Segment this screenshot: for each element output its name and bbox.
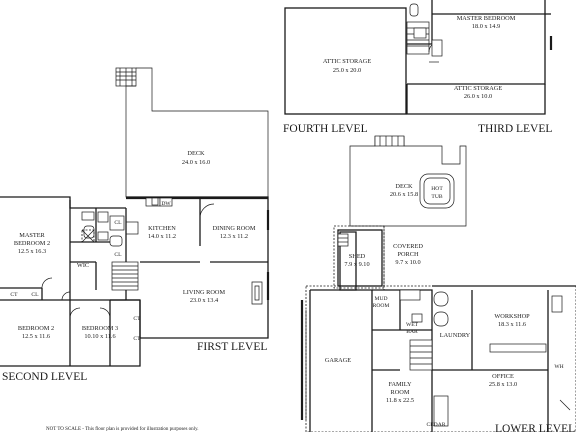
master-bedroom-2-line1: MASTER: [19, 232, 45, 239]
fireplace: [251, 281, 263, 305]
deck-lower-dims: 20.6 x 15.8: [390, 191, 418, 198]
shed-dims: 7.9 x 9.10: [344, 261, 369, 268]
second-level-outline: [0, 196, 126, 209]
bedroom-2-dims: 12.5 x 11.6: [22, 333, 50, 340]
kitchen-name: KITCHEN: [148, 225, 176, 232]
shed-porch-outline: [333, 225, 385, 289]
cl-bath: CL: [114, 252, 122, 258]
shower-cross: [81, 229, 95, 243]
sink-fixture: [413, 27, 427, 39]
deck-stair-lower: [374, 135, 405, 147]
covered-porch-line1: COVERED: [393, 243, 423, 250]
ct-br3-2: CT: [133, 336, 141, 342]
toilet-fixture: [409, 3, 419, 17]
family-room-dims: 11.8 x 22.5: [386, 397, 414, 404]
kitchen-dims: 14.0 x 11.2: [148, 233, 176, 240]
ct-left: CT: [10, 292, 18, 298]
cedar-label: CEDAR: [427, 422, 446, 428]
mud-room-line2: ROOM: [373, 303, 390, 309]
lower-level-plan: DECK 20.6 x 15.8 HOT TUB SHED 7.9 x 9.10…: [300, 135, 576, 432]
wh-label: WH: [554, 364, 563, 370]
workbench: [489, 343, 547, 353]
toilet-3: [109, 235, 123, 247]
attic-storage-1-dims: 25.0 x 20.0: [333, 67, 361, 74]
wet-bar-line1: WET: [406, 322, 419, 328]
master-bedroom-dims: 18.0 x 14.9: [472, 23, 500, 30]
hot-tub-line2: TUB: [431, 194, 442, 200]
bedroom-2-name: BEDROOM 2: [18, 325, 54, 332]
bedroom-3-name: BEDROOM 3: [82, 325, 118, 332]
sink-2: [97, 211, 109, 223]
master-bedroom-2-line2: BEDROOM 2: [14, 240, 50, 247]
wet-bar-sink: [411, 313, 423, 323]
dw-label: DW: [161, 201, 171, 207]
laundry-label: LAUNDRY: [440, 332, 471, 339]
cl-left: CL: [31, 292, 39, 298]
third-level-plan: THIRD LEVEL MASTER BEDROOM 18.0 x 14.9 A…: [406, 0, 552, 135]
workshop-name: WORKSHOP: [494, 313, 530, 320]
deck-lower-outline: [349, 136, 467, 227]
lower-stair: [409, 339, 433, 371]
workshop-dims: 18.3 x 11.6: [498, 321, 526, 328]
deck-upper-outline: [125, 67, 269, 198]
master-bedroom-2-dims: 12.5 x 16.3: [18, 248, 46, 255]
master-bedroom-walls: [431, 0, 546, 15]
washer: [433, 291, 449, 307]
dryer: [433, 311, 449, 327]
wet-bar-line2: BAR: [406, 329, 418, 335]
family-room-line1: FAMILY: [388, 381, 411, 388]
shed-name: SHED: [349, 253, 366, 260]
cl-kitchen: CL: [114, 220, 122, 226]
covered-porch-dims: 9.7 x 10.0: [395, 259, 420, 266]
mud-room-counter: [399, 289, 421, 301]
family-room-line2: ROOM: [391, 389, 410, 396]
attic-storage-2-name: ATTIC STORAGE: [454, 85, 502, 92]
master-bedroom-name: MASTER BEDROOM: [457, 15, 516, 22]
wic-label: WIC: [77, 262, 89, 269]
dining-room-name: DINING ROOM: [213, 225, 256, 232]
mud-room-line1: MUD: [374, 296, 387, 302]
living-room-dims: 23.0 x 13.4: [190, 297, 219, 304]
closet-third: [431, 39, 443, 57]
bath-sink: [81, 211, 95, 221]
attic-storage-1-name: ATTIC STORAGE: [323, 58, 371, 65]
main-house-outline: [126, 196, 269, 339]
hall-stair: [111, 261, 139, 291]
first-level-label: FIRST LEVEL: [197, 341, 267, 353]
attic-storage-2-dims: 26.0 x 10.0: [464, 93, 492, 100]
living-room-name: LIVING ROOM: [183, 289, 226, 296]
hot-tub: [419, 173, 455, 209]
lower-level-label: LOWER LEVEL: [495, 423, 575, 432]
dining-room-dims: 12.3 x 11.2: [220, 233, 248, 240]
fourth-level-plan: FOURTH LEVEL ATTIC STORAGE 25.0 x 20.0: [283, 3, 440, 135]
deck-upper-name: DECK: [187, 150, 205, 157]
bedroom-3-dims: 10.10 x 11.6: [84, 333, 115, 340]
first-level-plan: DECK 24.0 x 16.0 DW KITCHEN 14.0 x 11.2 …: [115, 67, 270, 353]
tub: [109, 215, 125, 231]
footer-note: NOT TO SCALE - This floor plan is provid…: [46, 427, 199, 432]
water-heater: [551, 295, 563, 313]
ct-br3-1: CT: [133, 316, 141, 322]
dishwasher: [159, 197, 173, 207]
cedar-closet: [433, 395, 449, 427]
office-name: OFFICE: [492, 373, 514, 380]
fourth-level-label: FOURTH LEVEL: [283, 123, 368, 135]
toilet-2: [83, 225, 95, 239]
garage-label: GARAGE: [325, 357, 351, 364]
deck-upper-dims: 24.0 x 16.0: [182, 159, 210, 166]
fridge: [125, 221, 139, 235]
deck-lower-name: DECK: [395, 183, 413, 190]
covered-porch-line2: PORCH: [398, 251, 419, 258]
third-level-label: THIRD LEVEL: [478, 123, 552, 135]
second-level-label: SECOND LEVEL: [2, 371, 87, 383]
hot-tub-line1: HOT: [431, 186, 443, 192]
second-level-plan: MASTER BEDROOM 2 12.5 x 16.3 WIC CT CL C…: [0, 196, 141, 383]
office-dims: 25.8 x 13.0: [489, 381, 517, 388]
